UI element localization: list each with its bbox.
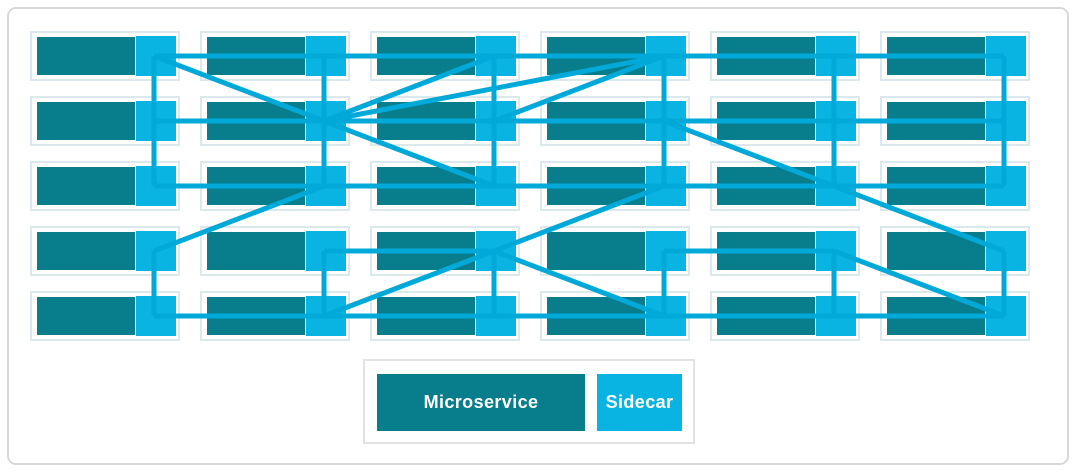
sidecar-block <box>986 296 1026 336</box>
service-node <box>540 291 690 341</box>
sidecar-block <box>816 36 856 76</box>
microservice-block <box>207 167 305 205</box>
service-node <box>710 291 860 341</box>
service-node <box>540 161 690 211</box>
sidecar-block <box>986 166 1026 206</box>
service-node <box>370 226 520 276</box>
service-node <box>200 161 350 211</box>
service-node <box>200 96 350 146</box>
microservice-block <box>37 167 135 205</box>
microservice-block <box>37 297 135 335</box>
microservice-block <box>887 37 985 75</box>
service-node <box>30 161 180 211</box>
microservice-block <box>547 297 645 335</box>
sidecar-block <box>136 166 176 206</box>
sidecar-block <box>816 166 856 206</box>
sidecar-block <box>646 296 686 336</box>
service-node <box>200 226 350 276</box>
service-node <box>880 161 1030 211</box>
microservice-block <box>887 102 985 140</box>
service-node <box>200 291 350 341</box>
sidecar-block <box>986 231 1026 271</box>
microservice-block <box>207 37 305 75</box>
sidecar-block <box>476 296 516 336</box>
legend: Microservice Sidecar <box>363 359 695 444</box>
sidecar-block <box>476 36 516 76</box>
service-node <box>30 291 180 341</box>
microservice-block <box>37 102 135 140</box>
service-node <box>30 226 180 276</box>
legend-sidecar-label: Sidecar <box>605 392 674 412</box>
microservice-block <box>207 297 305 335</box>
service-node <box>30 31 180 81</box>
microservice-block <box>717 167 815 205</box>
service-node <box>710 96 860 146</box>
service-node <box>710 161 860 211</box>
sidecar-block <box>476 166 516 206</box>
microservice-block <box>887 167 985 205</box>
service-node <box>710 31 860 81</box>
legend-microservice-label: Microservice <box>423 392 539 412</box>
microservice-block <box>547 37 645 75</box>
microservice-block <box>377 102 475 140</box>
service-node <box>880 291 1030 341</box>
sidecar-block <box>306 101 346 141</box>
microservice-block <box>37 232 135 270</box>
service-node <box>540 96 690 146</box>
sidecar-block <box>306 166 346 206</box>
microservice-block <box>717 232 815 270</box>
microservice-block <box>887 232 985 270</box>
microservice-block <box>547 167 645 205</box>
microservice-block <box>887 297 985 335</box>
microservice-block <box>717 102 815 140</box>
sidecar-block <box>476 231 516 271</box>
microservice-block <box>377 297 475 335</box>
sidecar-block <box>646 231 686 271</box>
service-node <box>370 291 520 341</box>
microservice-block <box>377 232 475 270</box>
service-node <box>880 226 1030 276</box>
sidecar-block <box>136 231 176 271</box>
microservice-block <box>377 37 475 75</box>
sidecar-block <box>646 166 686 206</box>
sidecar-block <box>816 101 856 141</box>
sidecar-block <box>816 296 856 336</box>
microservice-block <box>717 37 815 75</box>
sidecar-block <box>476 101 516 141</box>
microservice-block <box>207 102 305 140</box>
microservice-block <box>717 297 815 335</box>
service-node <box>880 96 1030 146</box>
service-node <box>30 96 180 146</box>
sidecar-block <box>986 101 1026 141</box>
sidecar-block <box>136 36 176 76</box>
sidecar-block <box>306 231 346 271</box>
service-node <box>710 226 860 276</box>
sidecar-block <box>986 36 1026 76</box>
service-node <box>880 31 1030 81</box>
service-node <box>370 161 520 211</box>
service-node <box>200 31 350 81</box>
sidecar-block <box>646 101 686 141</box>
service-node <box>540 226 690 276</box>
service-node <box>540 31 690 81</box>
legend-microservice-swatch: Microservice <box>377 374 585 431</box>
sidecar-block <box>136 296 176 336</box>
sidecar-block <box>306 296 346 336</box>
service-node <box>370 96 520 146</box>
microservice-block <box>547 102 645 140</box>
microservice-block <box>547 232 645 270</box>
sidecar-block <box>646 36 686 76</box>
sidecar-block <box>816 231 856 271</box>
service-node <box>370 31 520 81</box>
microservice-block <box>207 232 305 270</box>
microservice-block <box>37 37 135 75</box>
sidecar-block <box>306 36 346 76</box>
microservice-block <box>377 167 475 205</box>
sidecar-block <box>136 101 176 141</box>
legend-sidecar-swatch: Sidecar <box>597 374 682 431</box>
